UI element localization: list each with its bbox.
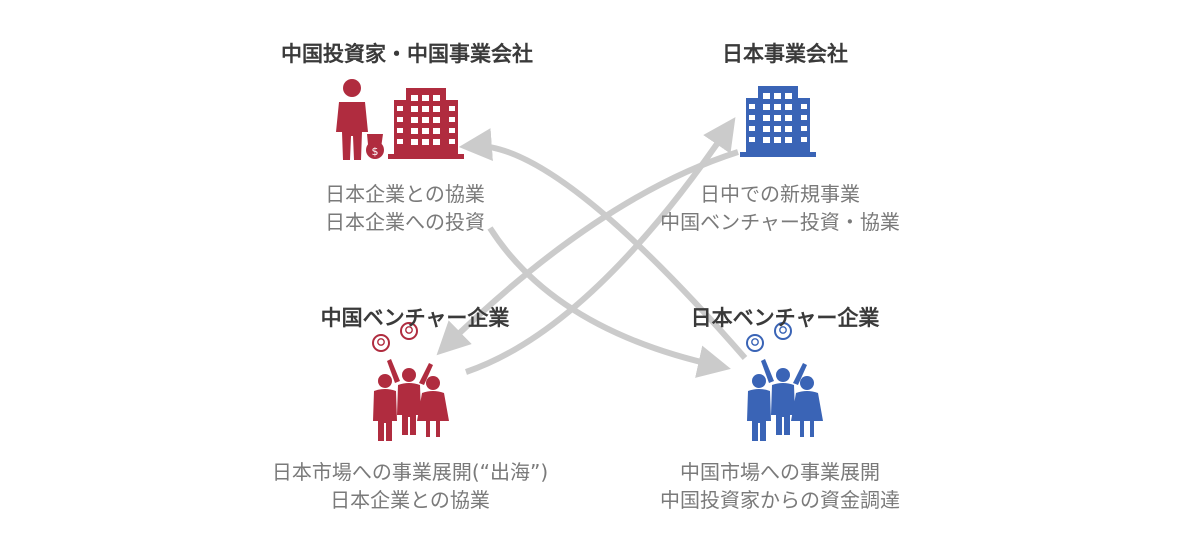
cn-venture-description: 日本市場への事業展開(“出海”) 日本企業との協業 (220, 458, 600, 514)
arrow-jp-venture-to-cn-investor (458, 128, 748, 360)
cn-investor-title: 中国投資家・中国事業会社 (281, 42, 533, 66)
description-line: 日中での新規事業 (700, 182, 860, 206)
description-line: 日本企業との協業 (325, 182, 485, 206)
description-line: 中国投資家からの資金調達 (660, 488, 900, 512)
jp-venture-description: 中国市場への事業展開 中国投資家からの資金調達 (610, 458, 950, 514)
jp-company-description: 日中での新規事業 中国ベンチャー投資・協業 (610, 180, 950, 236)
jp-company-title: 日本事業会社 (722, 42, 848, 66)
description-line: 中国市場への事業展開 (680, 460, 880, 484)
description-line: 日本企業への投資 (325, 210, 485, 234)
cn-venture-title: 中国ベンチャー企業 (320, 306, 510, 330)
description-line: 日本市場への事業展開(“出海”) (271, 460, 549, 484)
arrow-cn-investor-to-jp-venture (487, 226, 731, 378)
team-ideas-icon (746, 322, 823, 441)
building-icon (740, 86, 816, 157)
svg-text:$: $ (372, 145, 379, 158)
description-line: 日本企業との協業 (330, 488, 490, 512)
description-line: 中国ベンチャー投資・協業 (660, 210, 900, 234)
businessman-building-icon: $ (336, 79, 464, 160)
team-ideas-icon (372, 322, 449, 441)
cn-investor-description: 日本企業との協業 日本企業への投資 (250, 180, 560, 236)
jp-venture-title: 日本ベンチャー企業 (690, 306, 880, 330)
arrow-cn-venture-to-jp-company (465, 117, 736, 375)
